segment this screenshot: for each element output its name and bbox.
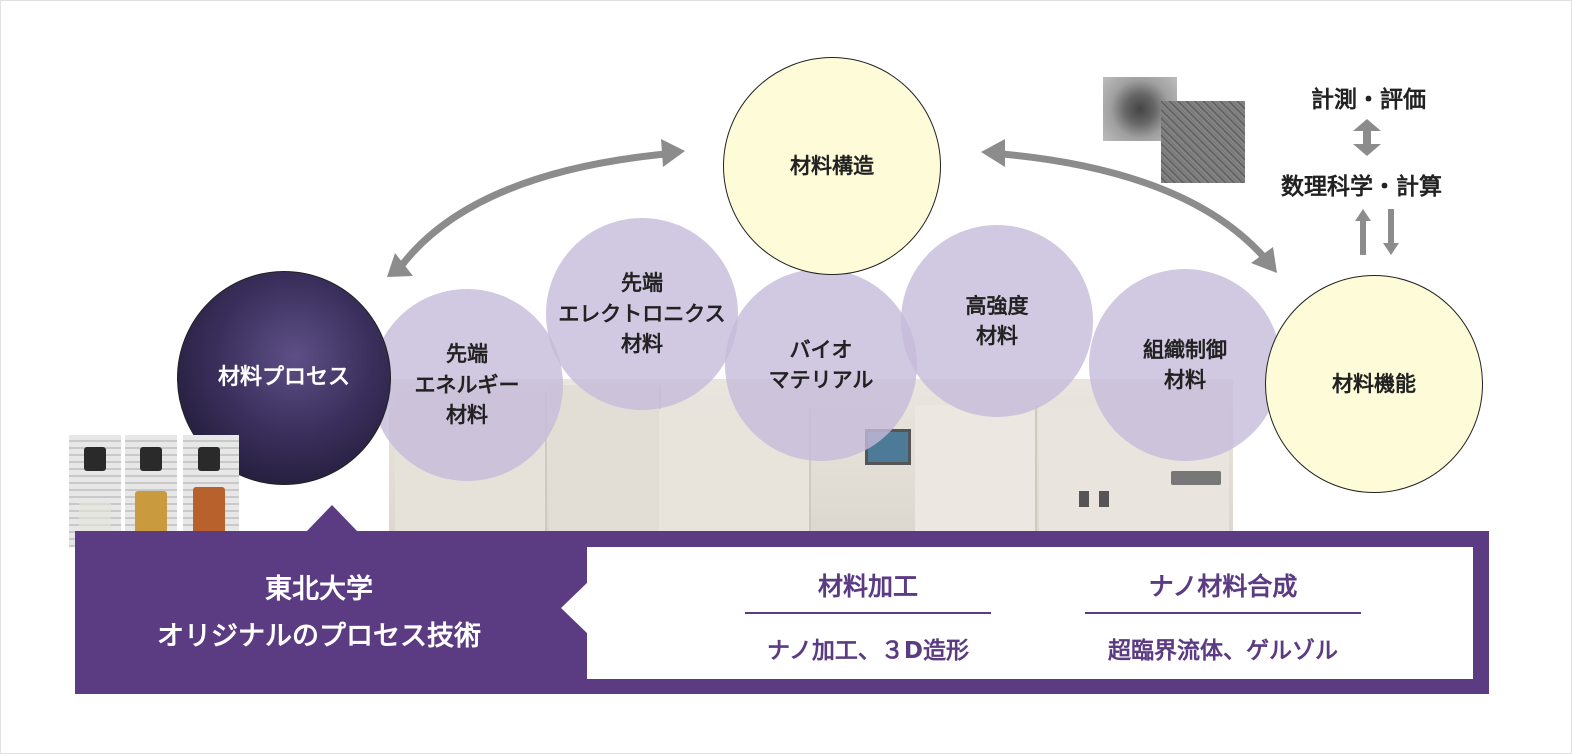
circle-text: 材料 bbox=[446, 403, 488, 428]
curved-double-arrow-icon bbox=[981, 139, 1277, 273]
callout-pointer-icon bbox=[306, 505, 358, 532]
col-synthesis-heading: ナノ材料合成 bbox=[1148, 572, 1298, 601]
circle-energy-material: 先端エネルギー材料 bbox=[371, 289, 563, 481]
band-left-text: 東北大学 オリジナルのプロセス技術 bbox=[97, 566, 541, 661]
microscopy-image bbox=[1161, 101, 1245, 183]
equipment-handle bbox=[1079, 491, 1089, 507]
circle-microstructure-material: 組織制御材料 bbox=[1089, 269, 1281, 461]
up-down-arrows-icon bbox=[1355, 209, 1399, 255]
band-title-line: オリジナルのプロセス技術 bbox=[157, 621, 481, 653]
circle-text: 材料機能 bbox=[1332, 371, 1416, 396]
circle-text: 材料 bbox=[1164, 368, 1206, 392]
circle-material-function: 材料機能 bbox=[1265, 275, 1483, 493]
circle-text: 高強度 bbox=[965, 293, 1029, 318]
vertical-double-arrow-icon bbox=[1353, 119, 1381, 156]
circle-material-process: 材料プロセス bbox=[177, 271, 391, 485]
panel-pointer-icon bbox=[561, 581, 589, 635]
circle-text: 材料プロセス bbox=[217, 365, 350, 391]
col-divider bbox=[745, 612, 991, 614]
circle-text: 先端 bbox=[621, 271, 663, 296]
equipment-handle bbox=[1099, 491, 1109, 507]
col-synthesis-detail: 超臨界流体、ゲルゾル bbox=[1108, 638, 1338, 664]
math-computation-label: 数理科学・計算 bbox=[1281, 174, 1442, 200]
circle-text: マテリアル bbox=[768, 368, 874, 392]
band-title-line: 東北大学 bbox=[265, 574, 373, 605]
circle-high-strength-material: 高強度材料 bbox=[901, 225, 1093, 417]
col-processing-heading: 材料加工 bbox=[817, 572, 918, 601]
circle-text: 材料 bbox=[976, 324, 1018, 348]
circle-text: 材料 bbox=[621, 332, 663, 357]
circle-material-structure: 材料構造 bbox=[723, 57, 941, 275]
circle-electronics-material: 先端エレクトロニクス材料 bbox=[546, 218, 738, 410]
measurement-label: 計測・評価 bbox=[1311, 87, 1426, 113]
circle-text: エレクトロニクス bbox=[558, 301, 726, 326]
circle-text: 組織制御 bbox=[1143, 337, 1227, 362]
equipment-panel bbox=[915, 405, 1037, 531]
col-divider bbox=[1085, 612, 1361, 614]
circle-bio-material: バイオマテリアル bbox=[725, 269, 917, 461]
circle-text: バイオ bbox=[789, 337, 853, 362]
circle-text: 材料構造 bbox=[790, 153, 874, 178]
col-processing-detail: ナノ加工、３D造形 bbox=[767, 638, 969, 664]
circle-text: エネルギー bbox=[414, 372, 520, 397]
circle-text: 先端 bbox=[446, 342, 488, 367]
curved-double-arrow-icon bbox=[387, 139, 685, 277]
equipment-vent bbox=[1171, 471, 1221, 485]
